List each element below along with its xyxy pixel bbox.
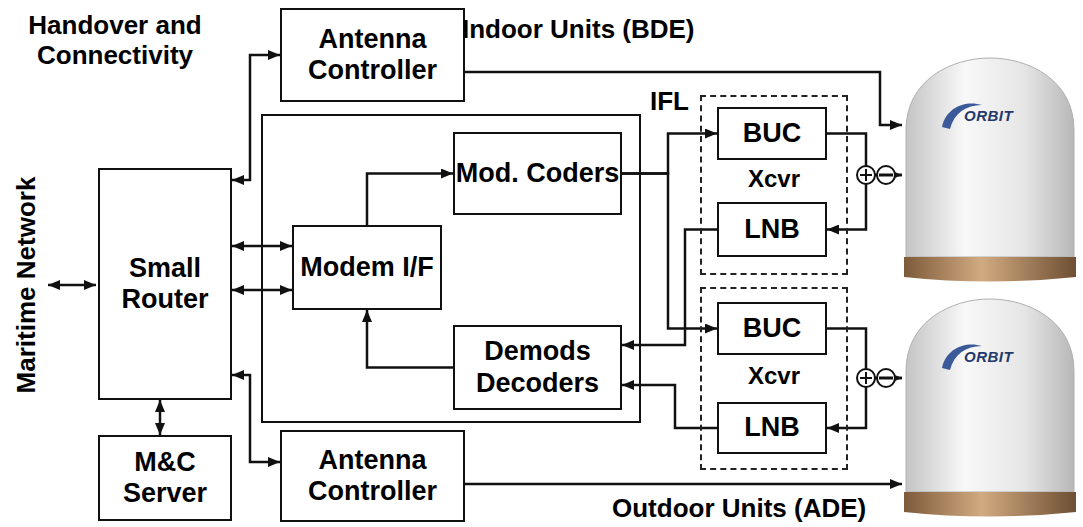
diplexer-symbol: [877, 166, 895, 184]
indoor-enclosure: [262, 115, 640, 422]
antenna-radome: ORBIT: [902, 296, 1078, 522]
box-label: M&C Server: [100, 447, 230, 509]
antenna-radome: ORBIT: [902, 55, 1078, 287]
signal-connector: [465, 72, 902, 125]
lnb-box: LNB: [717, 402, 827, 454]
upconverter-box: BUC: [717, 302, 827, 355]
controller-box: Antenna Controller: [280, 430, 465, 522]
decoder-box: Demods Decoders: [453, 325, 622, 410]
signal-connector: [367, 310, 453, 368]
lnb-box: LNB: [717, 202, 827, 257]
network-label: Maritime Network: [11, 155, 41, 415]
server-box: M&C Server: [98, 435, 232, 521]
signal-connector: [232, 375, 280, 462]
signal-connector: [622, 134, 717, 174]
box-label: LNB: [744, 412, 800, 443]
network-link-arrow: [48, 284, 96, 287]
router-box: Small Router: [98, 168, 232, 400]
radome-shape: [902, 55, 1078, 287]
group-label: Xcvr: [702, 362, 846, 390]
box-label: Modem I/F: [300, 252, 434, 283]
coder-box: Mod. Coders: [453, 132, 622, 215]
box-label: BUC: [743, 313, 802, 344]
box-label: Mod. Coders: [456, 158, 620, 189]
section-label: Indoor Units (BDE): [462, 14, 782, 44]
signal-connector: [159, 400, 162, 435]
box-label: LNB: [744, 214, 800, 245]
transceiver-group: BUC LNB Xcvr: [700, 95, 848, 275]
radome-body: [906, 299, 1074, 492]
section-label: Outdoor Units (ADE): [612, 493, 942, 523]
signal-connector: [622, 174, 717, 329]
link-label: IFL: [650, 86, 700, 116]
heading-label: Handover and Connectivity: [5, 10, 225, 70]
signal-connector: [367, 174, 453, 226]
box-label: BUC: [743, 118, 802, 149]
diplexer-symbol: [877, 369, 895, 387]
upconverter-box: BUC: [717, 107, 827, 160]
box-label: Small Router: [100, 253, 230, 315]
brand-logo-text: ORBIT: [964, 348, 1013, 366]
radome-base: [904, 257, 1076, 282]
signal-connector: [232, 55, 280, 180]
group-label: Xcvr: [702, 165, 846, 193]
signal-connector: [465, 483, 902, 486]
box-label: Antenna Controller: [282, 445, 463, 507]
combiner-symbol: [857, 166, 875, 184]
radome-shape: [902, 296, 1078, 522]
box-label: Antenna Controller: [282, 24, 463, 86]
combiner-symbol: [857, 369, 875, 387]
radome-base: [904, 492, 1076, 517]
controller-box: Antenna Controller: [280, 8, 465, 102]
modem-box: Modem I/F: [292, 225, 442, 310]
box-label: Demods Decoders: [455, 336, 620, 398]
brand-logo-text: ORBIT: [964, 107, 1013, 125]
transceiver-group: BUC LNB Xcvr: [700, 287, 848, 470]
radome-body: [906, 58, 1074, 257]
